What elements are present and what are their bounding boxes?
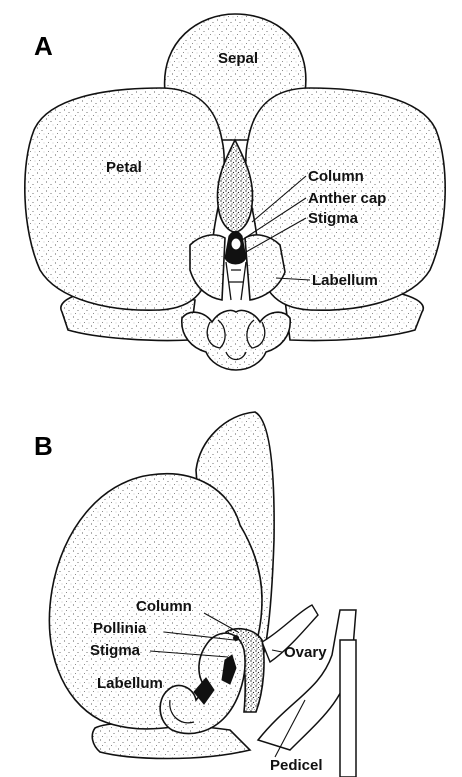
label-b-pollinia: Pollinia bbox=[93, 620, 147, 637]
label-b-column: Column bbox=[136, 598, 192, 615]
column-foot-lines bbox=[226, 262, 246, 300]
label-petal: Petal bbox=[106, 159, 142, 176]
label-sepal: Sepal bbox=[218, 50, 258, 67]
label-b-pedicel: Pedicel bbox=[270, 757, 323, 774]
label-labellum: Labellum bbox=[312, 272, 378, 289]
panel-a-letter: A bbox=[34, 31, 53, 61]
panel-a: A Sepal Petal Column Anther cap Stigma L… bbox=[25, 14, 445, 370]
label-b-labellum: Labellum bbox=[97, 675, 163, 692]
panel-b: B Column Pollinia Stigma Ovary Labellum … bbox=[34, 412, 356, 777]
label-b-stigma: Stigma bbox=[90, 642, 141, 659]
panel-b-letter: B bbox=[34, 431, 53, 461]
labellum-shape bbox=[182, 310, 290, 370]
label-column: Column bbox=[308, 168, 364, 185]
anther-cap-shape bbox=[231, 238, 241, 250]
label-anther-cap: Anther cap bbox=[308, 190, 386, 207]
main-stem bbox=[340, 640, 356, 777]
label-b-ovary: Ovary bbox=[284, 644, 327, 661]
label-stigma: Stigma bbox=[308, 210, 359, 227]
